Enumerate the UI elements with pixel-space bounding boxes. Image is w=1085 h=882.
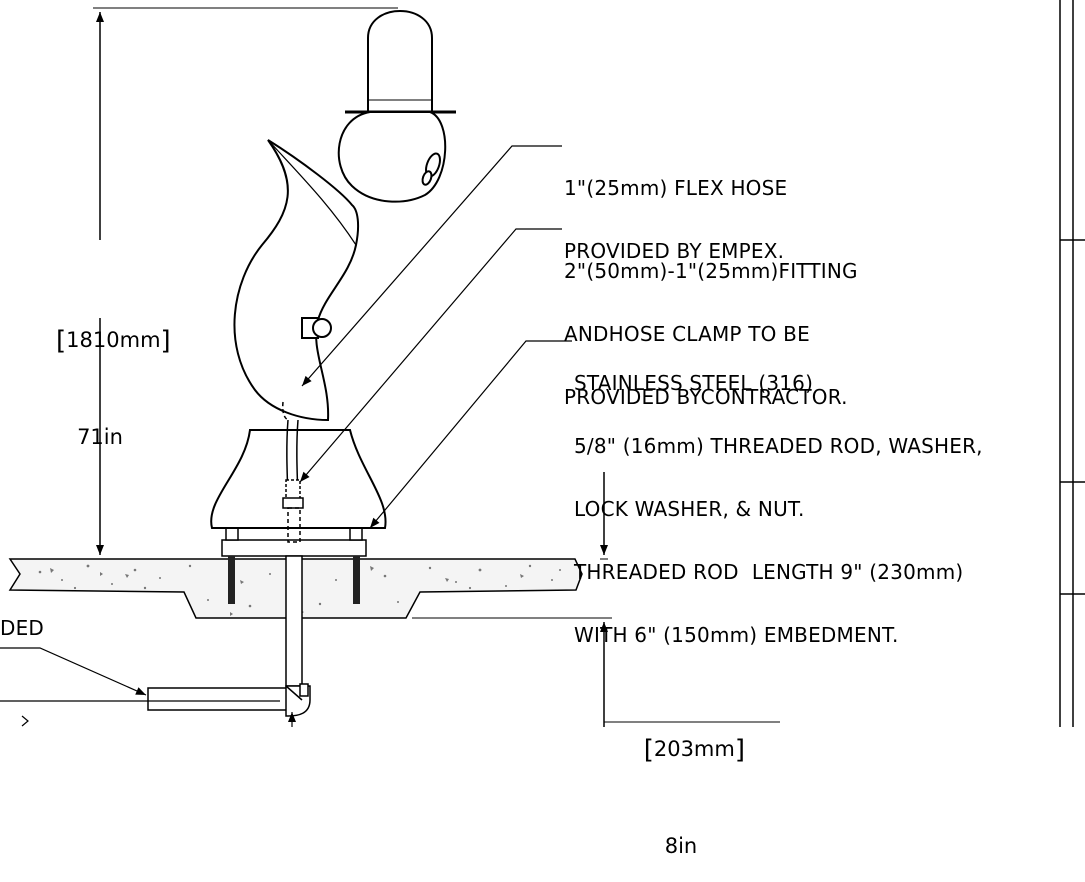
depth-dimension: [203mm] 8in bbox=[616, 665, 746, 882]
bracket-left: [ bbox=[643, 735, 654, 765]
partial-left-note: DED bbox=[0, 616, 45, 640]
rod-note-line: STAINLESS STEEL (316) bbox=[574, 371, 814, 395]
fitting-note: 2"(50mm)-1"(25mm)FITTING ANDHOSE CLAMP T… bbox=[564, 219, 858, 429]
depth-mm-label: 203mm bbox=[653, 737, 735, 761]
leader-left-note bbox=[0, 647, 147, 696]
rod-note-line: LOCK WASHER, & NUT. bbox=[574, 497, 805, 521]
rod-note-line: 5/8" (16mm) THREADED ROD, WASHER, bbox=[574, 434, 983, 458]
anchor-rod-left bbox=[228, 556, 235, 604]
flex-hose-note-line: 1"(25mm) FLEX HOSE bbox=[564, 176, 788, 200]
height-in-label: 71in bbox=[77, 425, 123, 449]
fitting-note-line: ANDHOSE CLAMP TO BE bbox=[564, 322, 810, 346]
concrete-slab bbox=[8, 558, 612, 619]
fitting bbox=[282, 479, 304, 509]
rod-note: STAINLESS STEEL (316) 5/8" (16mm) THREAD… bbox=[574, 331, 983, 667]
height-dimension-line bbox=[93, 7, 398, 560]
sculpture-body bbox=[210, 10, 456, 529]
bracket-right: ] bbox=[734, 735, 745, 765]
flex-hose-note: 1"(25mm) FLEX HOSE PROVIDED BY EMPEX. bbox=[564, 136, 787, 283]
height-dimension: [1810mm] 71in bbox=[28, 256, 172, 473]
technical-drawing bbox=[0, 0, 1085, 727]
bottom-dimension-line bbox=[0, 700, 296, 727]
depth-dimension-mm: [203mm] bbox=[616, 713, 746, 786]
rod-note-line: WITH 6" (150mm) EMBEDMENT. bbox=[574, 623, 899, 647]
base-plate bbox=[221, 520, 367, 557]
fitting-note-line: PROVIDED BYCONTRACTOR. bbox=[564, 385, 848, 409]
depth-in-label: 8in bbox=[664, 834, 698, 858]
leader-flex-hose bbox=[301, 145, 562, 387]
height-mm-label: 1810mm bbox=[66, 328, 161, 352]
rod-note-line: THREADED ROD LENGTH 9" (230mm) bbox=[574, 560, 964, 584]
leader-rod bbox=[369, 340, 572, 529]
depth-dimension-line bbox=[600, 472, 780, 727]
height-dimension-mm: [1810mm] bbox=[28, 304, 172, 377]
flex-hose-note-line: PROVIDED BY EMPEX. bbox=[564, 239, 785, 263]
drain-pipe bbox=[147, 507, 311, 717]
anchor-rod-right bbox=[353, 556, 360, 604]
leader-fitting bbox=[299, 228, 562, 483]
fitting-note-line: 2"(50mm)-1"(25mm)FITTING bbox=[564, 259, 858, 283]
bracket-right: ] bbox=[160, 326, 171, 356]
bracket-left: [ bbox=[56, 326, 67, 356]
title-block-border bbox=[1059, 0, 1085, 727]
